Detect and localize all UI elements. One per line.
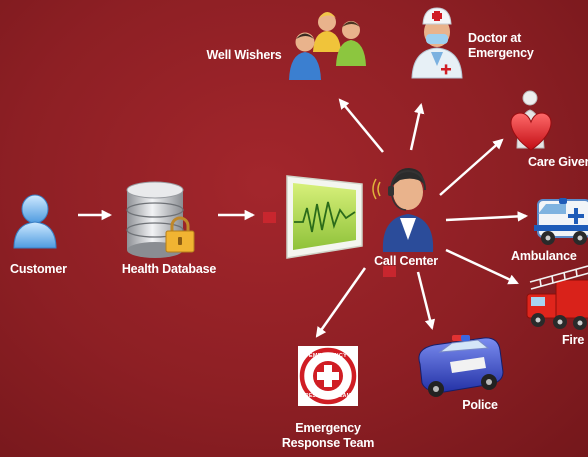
doctor-label: Doctor at Emergency bbox=[468, 31, 534, 61]
ert-badge-text-top: EMERGENCY bbox=[308, 353, 348, 359]
connectors bbox=[78, 98, 529, 338]
ambulance-icon bbox=[534, 198, 588, 245]
customer-label: Customer bbox=[10, 262, 67, 276]
lock-icon bbox=[165, 216, 195, 253]
fire-label: Fire bbox=[562, 333, 585, 347]
doctor-icon bbox=[411, 7, 463, 79]
fire-truck-icon bbox=[526, 265, 588, 330]
care-giver-icon bbox=[510, 90, 552, 151]
doctor-label-line-1: Doctor at bbox=[468, 31, 522, 45]
ambulance-label: Ambulance bbox=[511, 249, 577, 263]
heartbeat-line bbox=[294, 201, 356, 233]
customer-icon bbox=[13, 194, 57, 249]
connector-square-bottom bbox=[383, 266, 396, 277]
ert-label: Emergency Response Team bbox=[280, 421, 376, 451]
arrow-to-care-giver bbox=[439, 138, 504, 196]
arrow-to-police bbox=[416, 271, 436, 331]
ert-label-line-1: Emergency bbox=[295, 421, 361, 435]
call-center-label: Call Center bbox=[374, 254, 438, 268]
fire-truck-ladder bbox=[529, 265, 588, 290]
police-label: Police bbox=[462, 398, 498, 412]
health-database-label: Health Database bbox=[121, 262, 217, 276]
doctor-label-line-2: Emergency bbox=[468, 46, 534, 60]
call-center-agent-icon bbox=[372, 168, 434, 252]
ert-badge-icon bbox=[298, 346, 358, 406]
arrow-to-fire bbox=[445, 248, 519, 285]
well-wishers-label: Well Wishers bbox=[206, 48, 282, 62]
arrow-to-ert bbox=[315, 267, 367, 338]
arrow-to-ambulance bbox=[445, 211, 529, 222]
ert-label-line-2: Response Team bbox=[281, 436, 375, 450]
connector-square-left bbox=[263, 212, 276, 223]
ert-badge-text-bottom: RESPONSE TEAM bbox=[305, 393, 351, 399]
police-car-icon bbox=[418, 335, 504, 397]
arrow-to-doctor bbox=[409, 102, 425, 151]
monitor-icon bbox=[286, 175, 363, 259]
well-wishers-icon bbox=[289, 12, 366, 80]
care-giver-label: Care Giver bbox=[528, 155, 588, 169]
arrow-to-well-wishers bbox=[338, 98, 384, 153]
